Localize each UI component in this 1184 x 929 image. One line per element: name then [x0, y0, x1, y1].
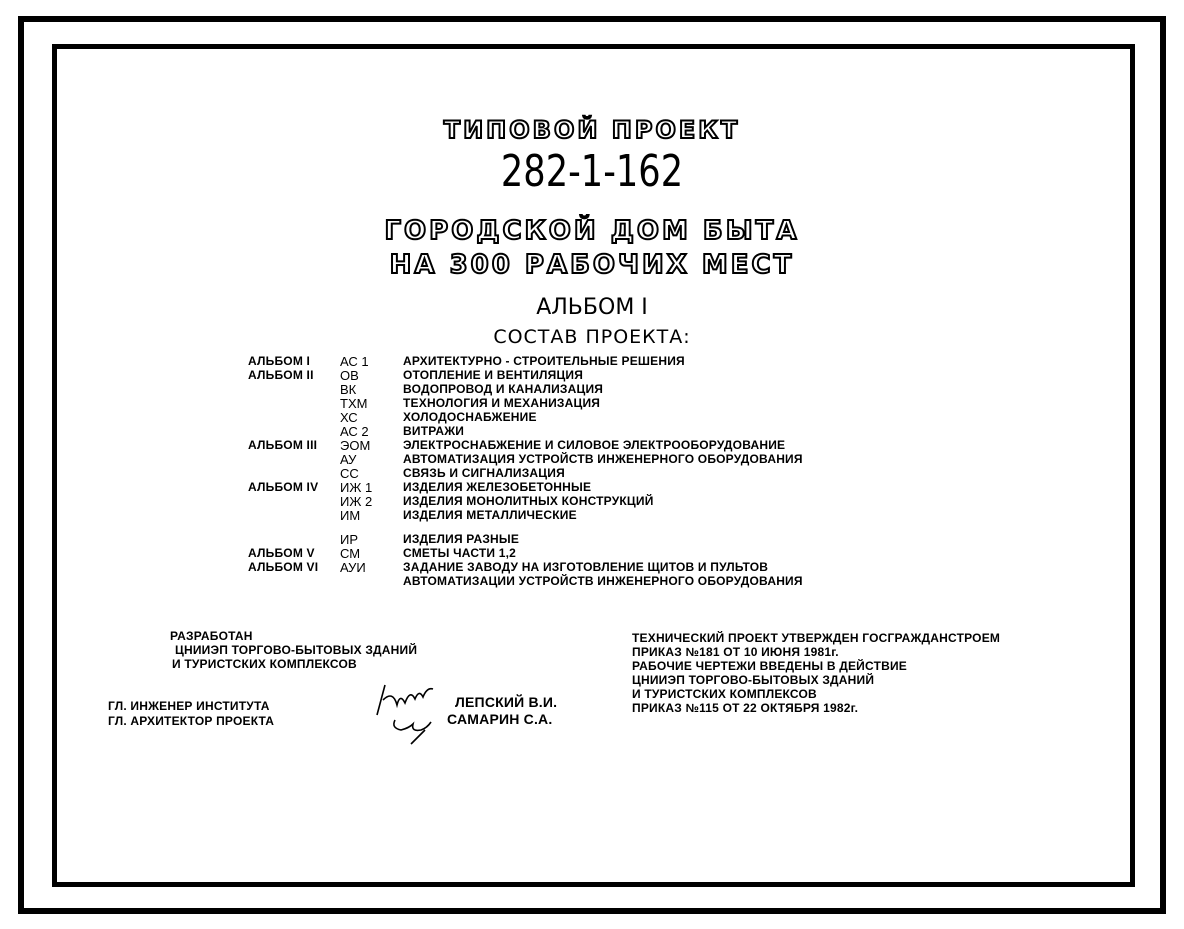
inner-frame: [52, 44, 1135, 887]
section-description: ЗАДАНИЕ ЗАВОДУ НА ИЗГОТОВЛЕНИЕ ЩИТОВ И П…: [403, 560, 769, 574]
approval-line: ТЕХНИЧЕСКИЙ ПРОЕКТ УТВЕРЖДЕН ГОСГРАЖДАНС…: [632, 631, 1001, 645]
section-description: АВТОМАТИЗАЦИИ УСТРОЙСТВ ИНЖЕНЕРНОГО ОБОР…: [403, 574, 803, 588]
section-description: ЭЛЕКТРОСНАБЖЕНИЕ И СИЛОВОЕ ЭЛЕКТРООБОРУД…: [403, 438, 786, 452]
section-code: ОВ: [340, 368, 359, 383]
album-label: АЛЬБОМ I: [248, 354, 311, 368]
album-label: АЛЬБОМ IV: [248, 480, 319, 494]
section-code: ЭОМ: [340, 438, 371, 453]
section-description: ИЗДЕЛИЯ ЖЕЛЕЗОБЕТОННЫЕ: [403, 480, 592, 494]
section-code: АС 2: [340, 424, 369, 439]
section-code: ИМ: [340, 508, 361, 523]
contents-heading: СОСТАВ ПРОЕКТА:: [493, 326, 691, 348]
section-description: ХОЛОДОСНАБЖЕНИЕ: [403, 410, 537, 424]
section-code: ВК: [340, 382, 357, 397]
section-code: АУИ: [340, 560, 366, 575]
section-description: ВОДОПРОВОД И КАНАЛИЗАЦИЯ: [403, 382, 604, 396]
section-description: ИЗДЕЛИЯ МЕТАЛЛИЧЕСКИЕ: [403, 508, 577, 522]
developer-org-line1: ЦНИИЭП ТОРГОВО-БЫТОВЫХ ЗДАНИЙ: [175, 643, 418, 657]
section-description: СВЯЗЬ И СИГНАЛИЗАЦИЯ: [403, 466, 565, 480]
section-code: АУ: [340, 452, 357, 467]
section-description: ВИТРАЖИ: [403, 424, 465, 438]
project-title-line1: ГОРОДСКОЙ ДОМ БЫТА: [383, 216, 800, 246]
outer-frame: [18, 16, 1166, 914]
section-code: ТХМ: [340, 396, 368, 411]
project-series: ТИПОВОЙ ПРОЕКТ: [443, 116, 741, 144]
section-description: АВТОМАТИЗАЦИЯ УСТРОЙСТВ ИНЖЕНЕРНОГО ОБОР…: [403, 452, 803, 466]
section-description: ТЕХНОЛОГИЯ И МЕХАНИЗАЦИЯ: [403, 396, 601, 410]
developer-org-line2: И ТУРИСТСКИХ КОМПЛЕКСОВ: [172, 657, 357, 671]
section-description: ИЗДЕЛИЯ МОНОЛИТНЫХ КОНСТРУКЦИЙ: [403, 494, 654, 508]
section-code: ХС: [340, 410, 358, 425]
section-code: СМ: [340, 546, 361, 561]
section-code: ИР: [340, 532, 359, 547]
project-number: 282-1-162: [500, 146, 684, 197]
chief-engineer-name: ЛЕПСКИЙ В.И.: [455, 694, 558, 710]
section-description: ОТОПЛЕНИЕ И ВЕНТИЛЯЦИЯ: [403, 368, 584, 382]
section-description: АРХИТЕКТУРНО - СТРОИТЕЛЬНЫЕ РЕШЕНИЯ: [403, 354, 685, 368]
approval-line: ПРИКАЗ №181 ОТ 10 ИЮНЯ 1981г.: [632, 645, 839, 659]
album-label: АЛЬБОМ II: [248, 368, 314, 382]
approval-line: И ТУРИСТСКИХ КОМПЛЕКСОВ: [632, 687, 817, 701]
signatures: [376, 684, 434, 745]
section-code: ИЖ 1: [340, 480, 373, 495]
chief-architect-role: ГЛ. АРХИТЕКТОР ПРОЕКТА: [108, 714, 275, 728]
approval-line: РАБОЧИЕ ЧЕРТЕЖИ ВВЕДЕНЫ В ДЕЙСТВИЕ: [632, 659, 907, 673]
album-label: АЛЬБОМ I: [536, 295, 648, 320]
approval-line: ЦНИИЭП ТОРГОВО-БЫТОВЫХ ЗДАНИЙ: [632, 673, 875, 687]
section-code: АС 1: [340, 354, 369, 369]
section-code: ИЖ 2: [340, 494, 373, 509]
developer-label: РАЗРАБОТАН: [170, 629, 253, 643]
section-description: ИЗДЕЛИЯ РАЗНЫЕ: [403, 532, 520, 546]
album-label: АЛЬБОМ V: [248, 546, 315, 560]
section-description: СМЕТЫ ЧАСТИ 1,2: [403, 546, 517, 560]
section-code: СС: [340, 466, 359, 481]
album-label: АЛЬБОМ VI: [248, 560, 319, 574]
chief-engineer-role: ГЛ. ИНЖЕНЕР ИНСТИТУТА: [108, 699, 270, 713]
album-label: АЛЬБОМ III: [248, 438, 318, 452]
project-title-line2: НА 300 РАБОЧИХ МЕСТ: [389, 250, 795, 280]
approval-line: ПРИКАЗ №115 ОТ 22 ОКТЯБРЯ 1982г.: [632, 701, 859, 715]
chief-architect-name: САМАРИН С.А.: [447, 711, 553, 727]
